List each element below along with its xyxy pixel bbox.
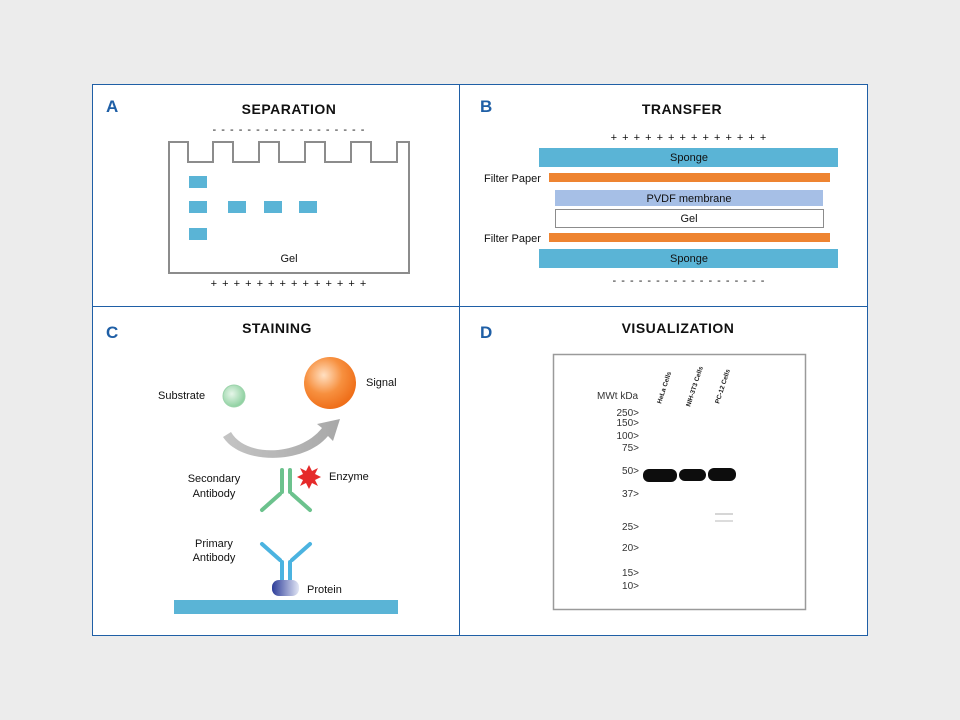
filter-paper-bottom [549, 233, 830, 242]
panel-staining: C STAINING Substrate Signal Secondary An… [106, 320, 398, 614]
panel-transfer: B TRANSFER + + + + + + + + + + + + + + S… [480, 97, 838, 287]
protein-blob [272, 580, 299, 596]
primary-antibody-label-line1: Primary [195, 538, 233, 550]
marker-20: 20> [622, 543, 639, 554]
substrate-circle [222, 384, 246, 408]
negative-charge-bottom: - - - - - - - - - - - - - - - - - - [613, 275, 766, 287]
pvdf-membrane-label: PVDF membrane [647, 193, 732, 205]
staining-membrane [174, 600, 398, 614]
panel-title-staining: STAINING [242, 320, 312, 336]
enzyme-star [297, 465, 321, 489]
protein-label: Protein [307, 584, 342, 596]
positive-charge-top: + + + + + + + + + + + + + + [611, 132, 768, 144]
conversion-arrow [223, 419, 340, 458]
primary-antibody-label-line2: Antibody [193, 552, 236, 564]
marker-100: 100> [616, 431, 639, 442]
marker-15: 15> [622, 568, 639, 579]
gel-band [228, 201, 246, 213]
blot-band-nih3t3 [679, 469, 706, 481]
secondary-antibody-label-line1: Secondary [188, 473, 241, 485]
secondary-antibody-label-line2: Antibody [193, 488, 236, 500]
gel-band [189, 228, 207, 240]
sponge-bottom-label: Sponge [670, 253, 708, 265]
blot-band-pc12 [708, 468, 736, 481]
gel-label: Gel [280, 253, 297, 265]
marker-50: 50> [622, 466, 639, 477]
signal-circle [304, 357, 356, 409]
sponge-top-label: Sponge [670, 152, 708, 164]
positive-charge-bottom: + + + + + + + + + + + + + + [211, 278, 368, 290]
gel-band [189, 201, 207, 213]
panel-title-transfer: TRANSFER [642, 101, 722, 117]
marker-25: 25> [622, 522, 639, 533]
panel-visualization: D VISUALIZATION MWt kDa HeLa Cells NIH-3… [480, 320, 807, 611]
panel-letter-d: D [480, 323, 492, 342]
gel-outline [168, 141, 410, 274]
panel-letter-b: B [480, 97, 492, 116]
panel-title-separation: SEPARATION [242, 101, 337, 117]
marker-10: 10> [622, 581, 639, 592]
filter-paper-top [549, 173, 830, 182]
primary-antibody [260, 542, 312, 582]
panel-letter-a: A [106, 97, 118, 116]
marker-250: 250> [616, 408, 639, 419]
panel-separation: A SEPARATION - - - - - - - - - - - - - -… [106, 97, 410, 290]
marker-75: 75> [622, 443, 639, 454]
blot-band-hela [643, 469, 677, 482]
blot-faint-band [715, 520, 733, 522]
negative-charge-top: - - - - - - - - - - - - - - - - - - [213, 124, 366, 136]
signal-label: Signal [366, 377, 397, 389]
gel-band [264, 201, 282, 213]
marker-37: 37> [622, 489, 639, 500]
gel-band [299, 201, 317, 213]
gel-band [189, 176, 207, 188]
secondary-antibody [260, 468, 312, 512]
panel-letter-c: C [106, 323, 118, 342]
marker-150: 150> [616, 418, 639, 429]
blot-image-frame [552, 353, 807, 611]
enzyme-label: Enzyme [329, 471, 369, 483]
panel-title-visualization: VISUALIZATION [622, 320, 735, 336]
sponge-top [539, 148, 838, 167]
mwt-header: MWt kDa [597, 391, 639, 402]
transfer-gel-label: Gel [680, 213, 697, 225]
sponge-bottom [539, 249, 838, 268]
substrate-label: Substrate [158, 390, 205, 402]
pvdf-membrane [555, 190, 823, 206]
filter-paper-top-label: Filter Paper [484, 173, 541, 185]
blot-faint-band [715, 513, 733, 515]
filter-paper-bottom-label: Filter Paper [484, 233, 541, 245]
transfer-gel [555, 209, 824, 228]
